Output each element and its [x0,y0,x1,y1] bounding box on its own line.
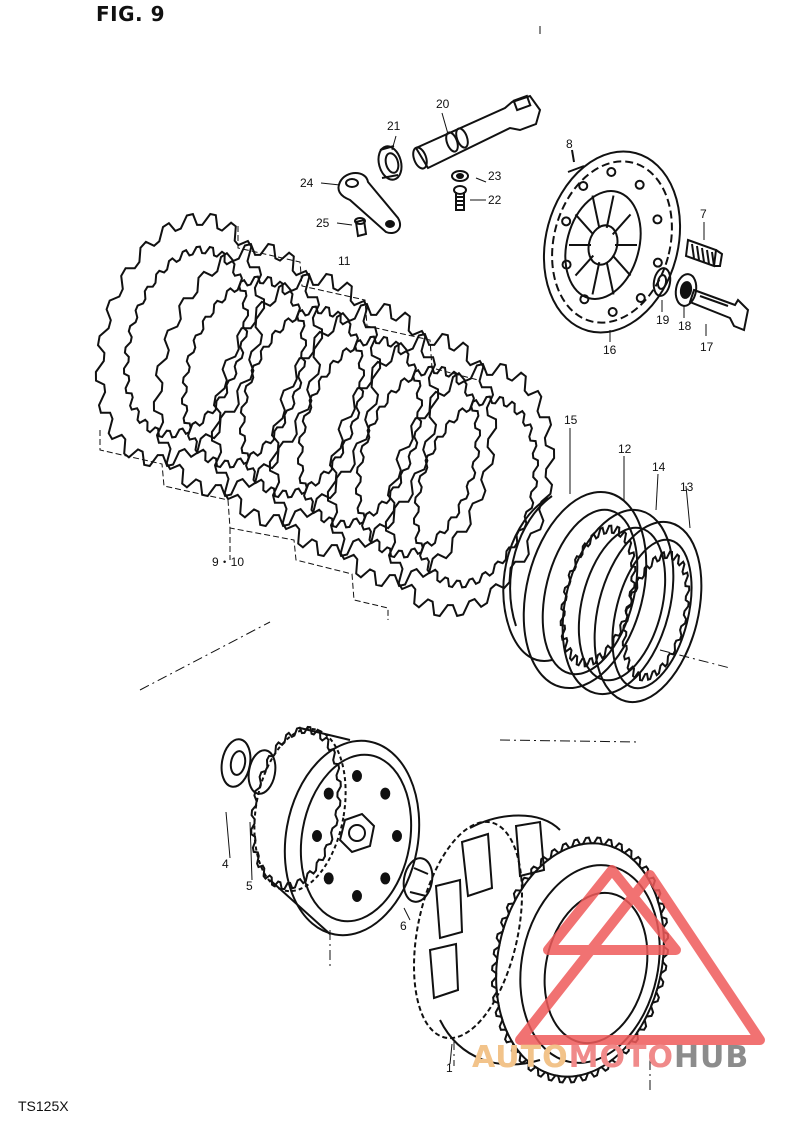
watermark-text: AUTOMOTOHUB [472,1040,749,1075]
pin-8 [568,150,584,172]
callout-11: 11 [338,254,351,268]
model-label: TS125X [18,1098,69,1114]
clutch-rings [503,479,718,713]
watermark-logo [520,870,760,1040]
friction-plate [328,334,496,586]
callout-1: 1 [446,1061,453,1075]
callout-25: 25 [316,216,330,230]
release-rod-assembly [652,240,748,330]
release-shaft-assembly [338,96,540,236]
friction-plate [96,214,264,466]
callout-17: 17 [700,340,714,354]
callout-8: 8 [566,137,573,151]
callout-24: 24 [300,176,314,190]
plate-stack-bracket-lines [100,226,478,620]
pressure-plate [524,136,699,348]
callout-20: 20 [436,97,450,111]
friction-plate [386,364,554,616]
figure-title: FIG. 9 [96,2,165,26]
plate-inner-edge [414,397,538,588]
callout-19: 19 [656,313,670,327]
watermark-part-3: HUB [673,1040,750,1075]
friction-plate [154,244,322,496]
friction-plate [212,274,380,526]
watermark-part-2: MOTO [568,1040,674,1075]
callout-9-10: 9・10 [212,555,245,569]
callout-22: 22 [488,193,502,207]
callout-14: 14 [652,460,666,474]
clutch-plate-stack [96,214,554,616]
callout-23: 23 [488,169,502,183]
clutch-sleeve-hub [218,722,434,946]
callout-16: 16 [603,343,617,357]
callout-13: 13 [680,480,694,494]
watermark-part-1: AUTO [472,1040,569,1075]
callout-15: 15 [564,413,578,427]
assembly-center-lines [140,26,730,1090]
callout-4: 4 [222,857,229,871]
callout-5: 5 [246,879,253,893]
callout-12: 12 [618,442,632,456]
callout-21: 21 [387,119,401,133]
callout-7: 7 [700,207,707,221]
leader-lines [226,113,706,1064]
friction-plate [270,304,438,556]
callout-18: 18 [678,319,692,333]
callout-6: 6 [400,919,407,933]
primary-driven-gear-housing [396,812,685,1092]
